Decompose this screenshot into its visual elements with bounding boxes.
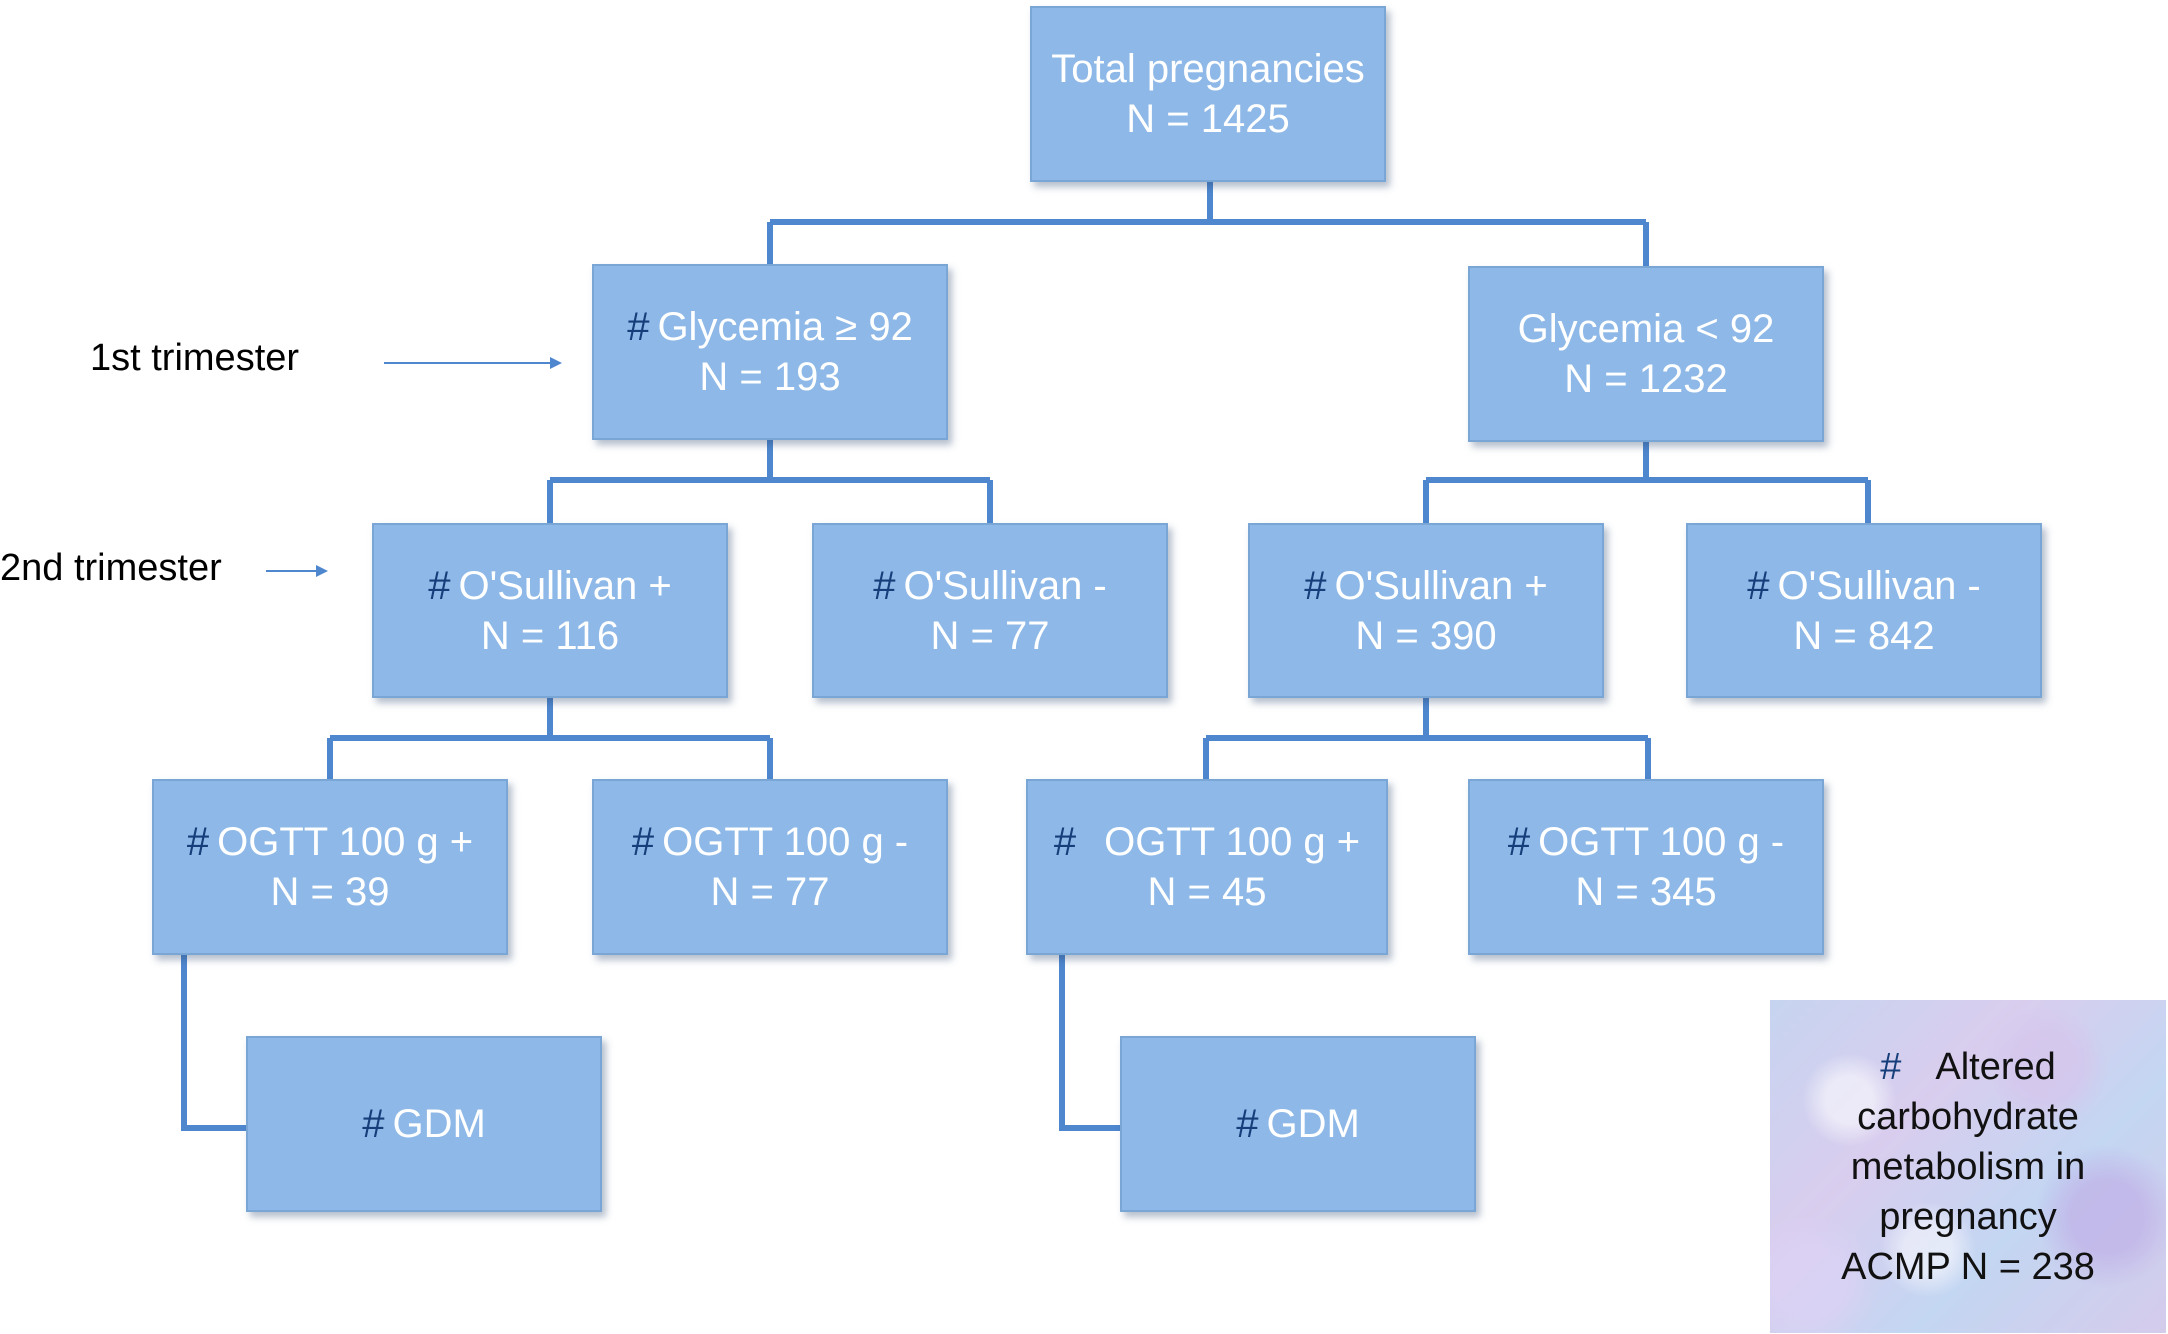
marker-hash: # — [873, 563, 896, 608]
osullivan-negative-right-count: N = 842 — [1793, 613, 1935, 658]
osullivan-positive-right-count: N = 390 — [1355, 613, 1497, 658]
marker-hash: # — [186, 820, 210, 864]
glycemia-low-node: Glycemia < 92 N = 1232 — [1468, 266, 1824, 442]
glycemia-low-label: Glycemia < 92 — [1517, 307, 1775, 351]
marker-hash: # — [1747, 563, 1770, 608]
marker-hash: # — [1053, 820, 1077, 864]
second-trimester-arrow — [266, 565, 328, 577]
connector-osullivan-left-to-ogtt — [327, 698, 773, 779]
first-trimester-label: 1st trimester — [90, 337, 300, 379]
glycemia-high-count: N = 193 — [699, 355, 841, 399]
legend-box: # Altered carbohydrate metabolism in preg… — [1770, 1000, 2166, 1333]
osullivan-positive-right-node: #O'Sullivan + N = 390 — [1248, 523, 1604, 698]
glycemia-high-node: #Glycemia ≥ 92 N = 193 — [592, 264, 948, 440]
legend-line-1: Altered — [1935, 1045, 2056, 1088]
ogtt-negative-left-label: OGTT 100 g - — [662, 820, 909, 864]
total-pregnancies-label: Total pregnancies — [1051, 47, 1365, 91]
total-pregnancies-count: N = 1425 — [1126, 97, 1290, 141]
osullivan-positive-left-node: #O'Sullivan + N = 116 — [372, 523, 728, 698]
marker-hash: # — [631, 820, 655, 864]
osullivan-negative-left-label: O'Sullivan - — [903, 563, 1107, 608]
ogtt-positive-right-label: OGTT 100 g + — [1104, 820, 1361, 864]
ogtt-positive-left-count: N = 39 — [270, 870, 390, 914]
connector-glycemia-low-to-osullivan — [1423, 442, 1871, 523]
connector-ogtt-right-to-gdm — [1059, 955, 1120, 1131]
osullivan-negative-left-node: #O'Sullivan - N = 77 — [812, 523, 1168, 698]
osullivan-positive-left-label: O'Sullivan + — [458, 563, 672, 608]
gdm-right-label: GDM — [1266, 1102, 1360, 1146]
legend-line-2: carbohydrate — [1857, 1095, 2079, 1138]
connector-glycemia-high-to-osullivan — [547, 440, 993, 523]
ogtt-positive-left-node: #OGTT 100 g + N = 39 — [152, 779, 508, 955]
ogtt-positive-right-count: N = 45 — [1147, 870, 1267, 914]
legend-line-3: metabolism in — [1850, 1145, 2086, 1188]
marker-hash: # — [1236, 1102, 1259, 1146]
marker-hash: # — [362, 1102, 385, 1146]
ogtt-positive-right-node: # OGTT 100 g + N = 45 — [1026, 779, 1388, 955]
osullivan-positive-left-count: N = 116 — [480, 613, 620, 658]
osullivan-negative-left-count: N = 77 — [930, 613, 1050, 658]
second-trimester-label: 2nd trimester — [0, 547, 222, 589]
legend-line-4: pregnancy — [1879, 1195, 2057, 1238]
connector-ogtt-left-to-gdm — [181, 955, 246, 1131]
marker-hash: # — [1507, 820, 1531, 864]
marker-hash: # — [627, 305, 650, 349]
ogtt-negative-right-count: N = 345 — [1575, 870, 1717, 914]
glycemia-high-label: Glycemia ≥ 92 — [657, 305, 913, 349]
ogtt-negative-left-node: #OGTT 100 g - N = 77 — [592, 779, 948, 955]
osullivan-positive-right-label: O'Sullivan + — [1334, 563, 1548, 608]
connector-total-to-glycemia — [767, 182, 1649, 266]
ogtt-negative-right-node: #OGTT 100 g - N = 345 — [1468, 779, 1824, 955]
first-trimester-arrow — [384, 357, 562, 369]
osullivan-negative-right-node: #O'Sullivan - N = 842 — [1686, 523, 2042, 698]
ogtt-negative-right-label: OGTT 100 g - — [1538, 820, 1785, 864]
marker-hash: # — [1304, 563, 1327, 608]
legend-marker-hash: # — [1880, 1045, 1902, 1088]
gdm-left-node: #GDM — [246, 1036, 602, 1212]
ogtt-positive-left-label: OGTT 100 g + — [217, 820, 474, 864]
total-pregnancies-node: Total pregnancies N = 1425 — [1030, 6, 1386, 182]
marker-hash: # — [428, 563, 451, 608]
connector-osullivan-right-to-ogtt — [1203, 698, 1651, 779]
legend-line-5: ACMP N = 238 — [1841, 1245, 2095, 1288]
glycemia-low-count: N = 1232 — [1564, 357, 1728, 401]
gdm-right-node: #GDM — [1120, 1036, 1476, 1212]
ogtt-negative-left-count: N = 77 — [710, 870, 830, 914]
osullivan-negative-right-label: O'Sullivan - — [1777, 563, 1981, 608]
gdm-left-label: GDM — [392, 1102, 486, 1146]
